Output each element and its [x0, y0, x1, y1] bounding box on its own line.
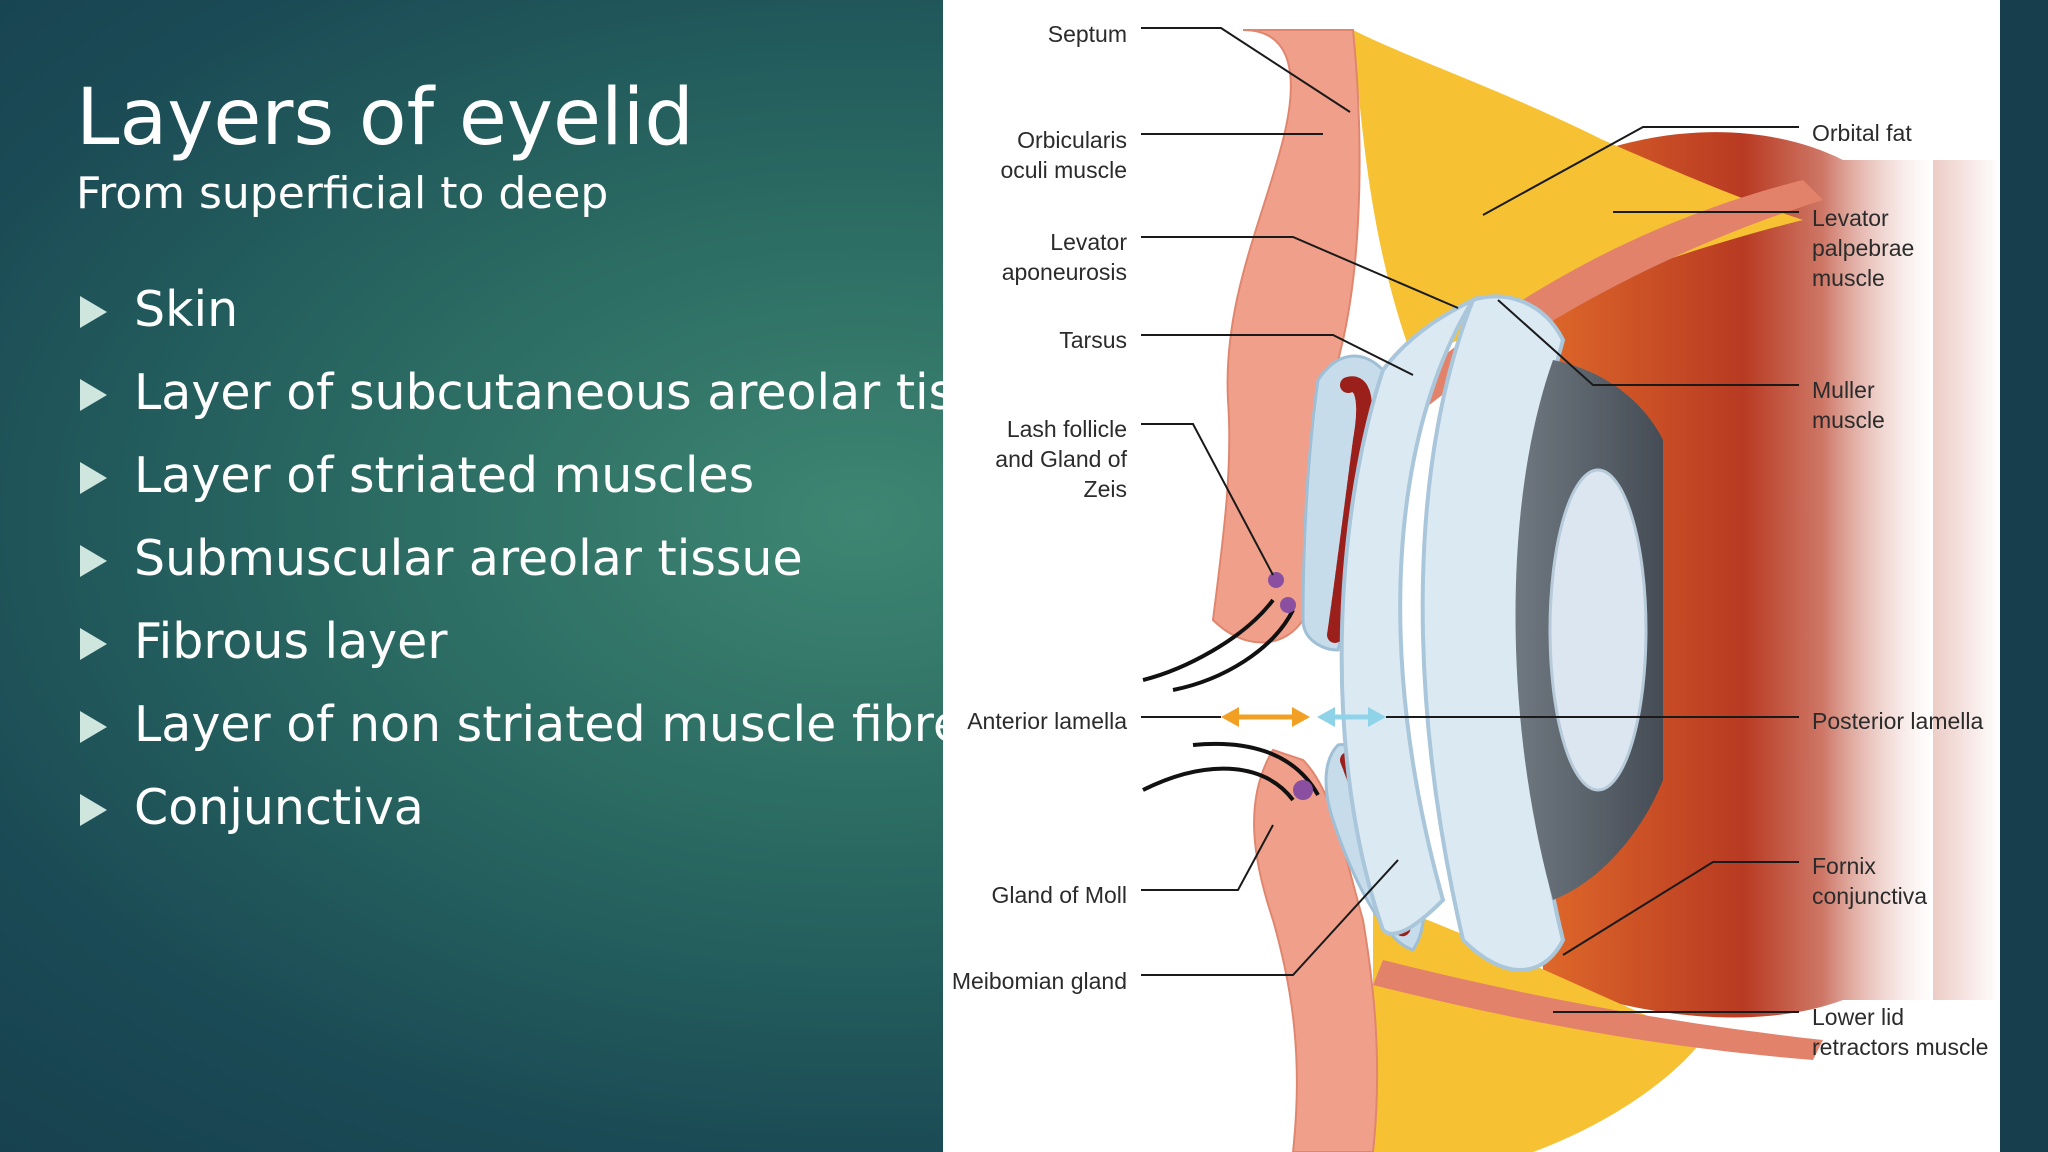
triangle-bullet-icon [80, 296, 107, 328]
label-levator-muscle-line2: palpebrae [1812, 235, 1914, 261]
bullet-text: Layer of non striated muscle fibres [134, 696, 989, 753]
eyelid-diagram-panel: Septum Orbicularis oculi muscle Levator … [943, 0, 2000, 1152]
bullet-text: Submuscular areolar tissue [134, 530, 803, 587]
bullet-item: Layer of striated muscles [76, 446, 1041, 529]
levator-muscle-band [1403, 180, 1823, 410]
label-septum: Septum [1048, 21, 1127, 47]
label-tarsus: Tarsus [1059, 327, 1127, 353]
lower-eyelash [1192, 741, 1320, 796]
bullet-item: Fibrous layer [76, 612, 1041, 695]
bullet-text: Conjunctiva [134, 779, 424, 836]
label-orbicularis-line2: oculi muscle [1000, 157, 1127, 183]
label-gland-of-moll: Gland of Moll [991, 882, 1127, 908]
bullet-text: Layer of striated muscles [134, 447, 755, 504]
eyelid-cross-section-diagram: Septum Orbicularis oculi muscle Levator … [952, 21, 2000, 1152]
label-anterior-lamella: Anterior lamella [967, 708, 1127, 734]
triangle-bullet-icon [80, 628, 107, 660]
label-muller-muscle-line2: muscle [1812, 407, 1885, 433]
bullet-item: Conjunctiva [76, 778, 1041, 861]
triangle-bullet-icon [80, 545, 107, 577]
bullet-item: Submuscular areolar tissue [76, 529, 1041, 612]
label-lash-follicle-line1: Lash follicle [1007, 416, 1127, 442]
slide-subtitle: From superficial to deep [76, 168, 609, 219]
label-lower-lid-retractors-line2: retractors muscle [1812, 1034, 1988, 1060]
triangle-bullet-icon [80, 462, 107, 494]
slide-title: Layers of eyelid [76, 73, 694, 163]
bullet-text: Layer of subcutaneous areolar tissue [134, 364, 1041, 421]
label-orbital-fat: Orbital fat [1812, 120, 1912, 146]
anterior-lamella-arrow [1221, 707, 1310, 727]
label-lower-lid-retractors-line1: Lower lid [1812, 1004, 1904, 1030]
gland-of-zeis [1268, 572, 1284, 588]
bullet-item: Layer of non striated muscle fibres [76, 695, 1041, 778]
bullet-item: Skin [76, 280, 1041, 363]
bullet-text: Fibrous layer [134, 613, 448, 670]
lens [1548, 468, 1648, 792]
label-posterior-lamella: Posterior lamella [1812, 708, 1983, 734]
slide-right-edge [2000, 0, 2048, 1152]
upper-eyelash [1172, 609, 1295, 692]
bullet-list: Skin Layer of subcutaneous areolar tissu… [76, 280, 1041, 861]
triangle-bullet-icon [80, 379, 107, 411]
bullet-item: Layer of subcutaneous areolar tissue [76, 363, 1041, 446]
leader-lines [1141, 27, 1799, 1013]
orbital-fat-region [1353, 30, 1803, 360]
lower-eyelash [1142, 766, 1295, 802]
lower-fat-region [1373, 900, 1703, 1152]
label-levator-aponeurosis-line1: Levator [1050, 229, 1127, 255]
label-lash-follicle-line2: and Gland of [995, 446, 1127, 472]
label-levator-muscle-line3: muscle [1812, 265, 1885, 291]
triangle-bullet-icon [80, 794, 107, 826]
label-meibomian-gland: Meibomian gland [952, 968, 1127, 994]
label-orbicularis-line1: Orbicularis [1017, 127, 1127, 153]
upper-eyelash [1142, 598, 1275, 682]
label-levator-muscle-line1: Levator [1812, 205, 1889, 231]
gland-of-moll [1293, 780, 1313, 800]
bullet-text: Skin [134, 281, 239, 338]
lower-retractor-band [1373, 960, 1823, 1060]
label-fornix-line1: Fornix [1812, 853, 1876, 879]
label-levator-aponeurosis-line2: aponeurosis [1002, 259, 1127, 285]
figure-fade [1823, 140, 1933, 1060]
posterior-lamella-arrow [1317, 707, 1386, 727]
gland-of-zeis [1280, 597, 1296, 613]
upper-eyelid-skin [1211, 29, 1361, 644]
label-lash-follicle-line3: Zeis [1084, 476, 1127, 502]
label-fornix-line2: conjunctiva [1812, 883, 1927, 909]
label-muller-muscle-line1: Muller [1812, 377, 1875, 403]
triangle-bullet-icon [80, 711, 107, 743]
